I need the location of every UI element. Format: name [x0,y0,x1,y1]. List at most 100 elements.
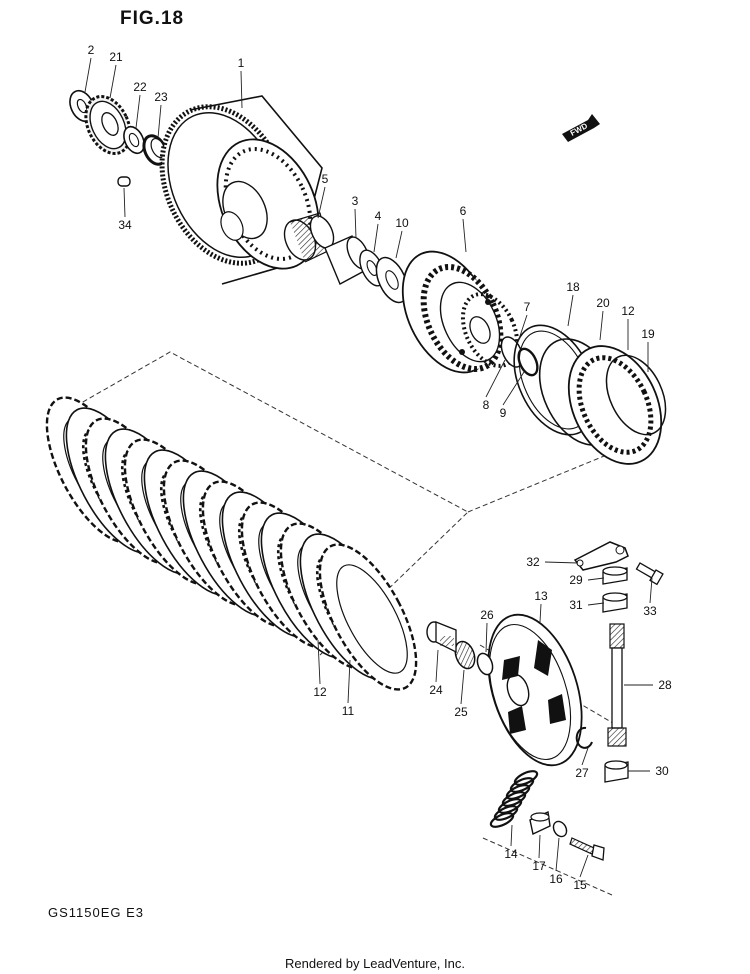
callout-23: 23 [154,90,168,104]
figure-title: FIG.18 [120,8,185,29]
part-10-washer [375,256,409,304]
assembly-frame [54,351,469,656]
callout-4: 4 [374,209,382,223]
callout-19: 19 [641,327,655,341]
callout-30: 30 [655,764,669,778]
part-24-push-piece [426,621,457,654]
leader-line [510,824,513,847]
callout-11: 11 [341,704,355,718]
part-14-spring [489,770,539,828]
part-33-bolt [635,562,664,586]
leader-line [373,223,379,253]
leader-line [538,834,541,859]
part-12-plate-upper [567,345,663,465]
leader-line [123,187,126,218]
callout-1: 1 [237,56,245,70]
part-31-seal [602,592,628,613]
callout-2: 2 [87,43,95,57]
part-1-clutch-housing [159,95,323,285]
leader-line [544,561,579,564]
leader-line [317,639,321,685]
callout-14: 14 [504,847,518,861]
callout-13: 13 [534,589,548,603]
leader-line [317,186,326,219]
part-25-thrust-bearing [454,640,476,670]
leader-line [485,359,506,398]
part-13-pressure-plate [487,613,583,767]
fwd-arrow-icon: FWD [562,114,600,142]
callout-31: 31 [569,598,583,612]
callout-18: 18 [566,280,580,294]
callout-10: 10 [395,216,409,230]
leader-line [579,854,589,878]
part-26-washer [476,652,494,676]
callout-3: 3 [351,194,359,208]
assembly-frame-bottom [482,837,613,896]
leader-line [84,57,92,93]
part-17-holder [529,810,551,836]
spring-coil [513,770,539,786]
model-code: GS1150EG E3 [48,905,145,920]
leader-line [462,218,467,253]
leader-line [135,94,141,129]
part-22-spacer [123,125,145,155]
leader-lines [84,57,653,878]
leader-line [539,603,542,623]
leader-line [599,310,604,341]
leader-line [485,622,488,653]
part-34-pin [117,176,131,187]
callout-17: 17 [532,859,546,873]
callout-15: 15 [573,878,587,892]
callout-27: 27 [575,766,589,780]
part-30-bearing [604,760,629,783]
callout-21: 21 [109,50,123,64]
leader-line [567,294,574,327]
leader-line [460,669,465,705]
callout-34: 34 [118,218,132,232]
callout-16: 16 [549,872,563,886]
callout-33: 33 [643,604,657,618]
leader-line [347,659,351,704]
leader-line [395,230,403,259]
leader-line [435,649,439,683]
part-16-washer [552,820,568,838]
part-6-sleeve-hub [401,250,520,374]
leader-line [581,747,589,766]
leader-line [354,208,357,239]
callout-9: 9 [499,406,507,420]
callout-6: 6 [459,204,467,218]
callout-8: 8 [482,398,490,412]
leader-line [517,314,528,343]
callout-7: 7 [523,300,531,314]
callout-12-upper: 12 [621,304,635,318]
leader-line [587,602,605,606]
leader-line [587,577,605,581]
callout-12-lower: 12 [313,685,327,699]
part-15-bolt [569,837,605,861]
callout-32: 32 [526,555,540,569]
leader-line [157,104,162,139]
part-9-washer-seat [517,347,539,377]
friction-plate [318,543,418,691]
callout-25: 25 [454,705,468,719]
callout-5: 5 [321,172,329,186]
part-27-circlip [575,726,593,749]
leader-line [240,70,243,109]
callout-28: 28 [658,678,672,692]
leader-line [502,371,525,406]
part-32-release-arm [573,541,629,571]
callout-26: 26 [480,608,494,622]
part-29-bearing [602,566,628,585]
callout-20: 20 [596,296,610,310]
leader-line [109,64,117,99]
leader-line [555,837,560,872]
callout-24: 24 [429,683,443,697]
leader-line [649,577,653,604]
part-19-ring [605,354,667,436]
footer-credit: Rendered by LeadVenture, Inc. [285,956,465,971]
clutch-plate-stack [45,396,418,691]
part-21-sprocket [84,95,132,155]
callout-22: 22 [133,80,147,94]
part-5-needle-bearing [283,212,335,263]
